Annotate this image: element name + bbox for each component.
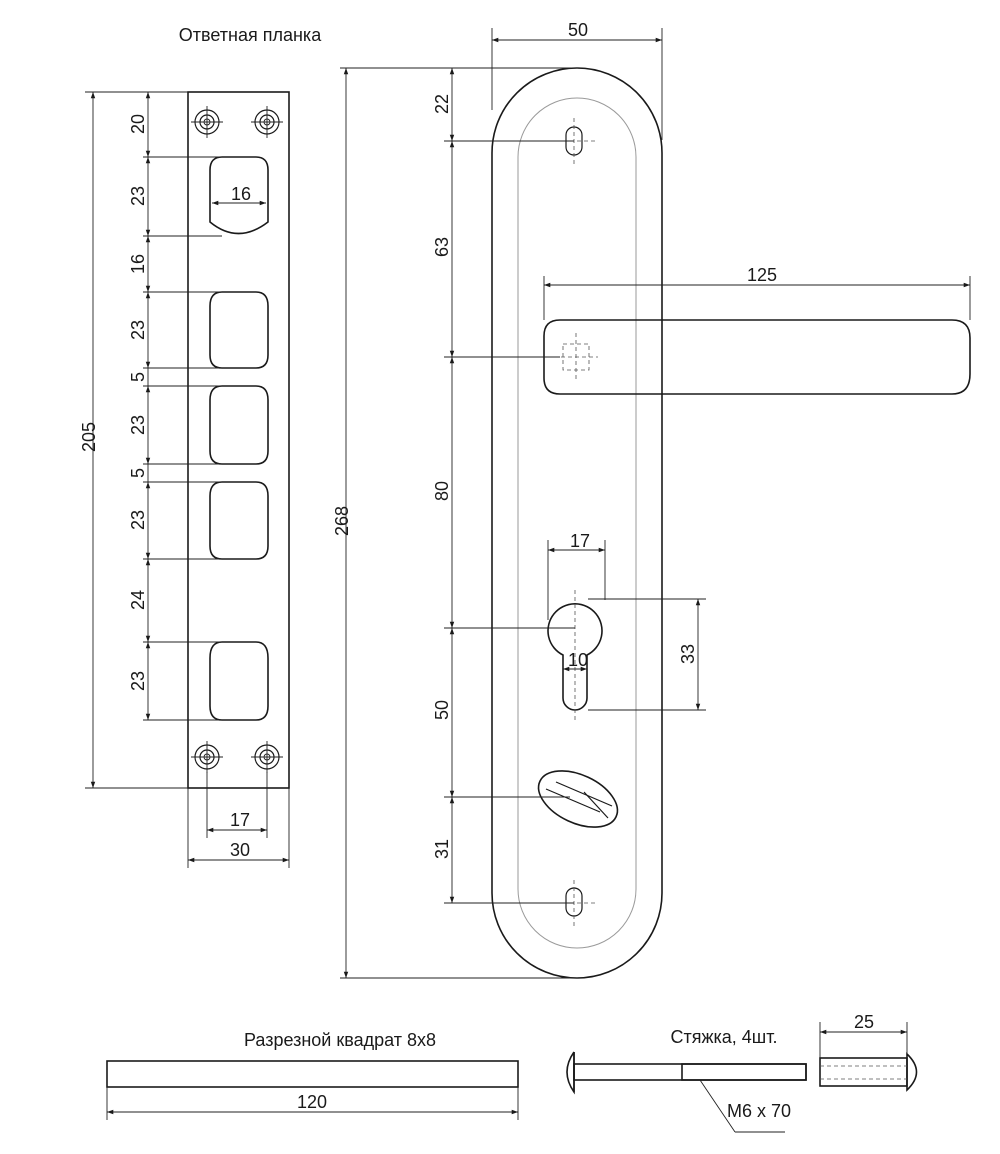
screw-set: Стяжка, 4шт. М6 х 70 25	[566, 1012, 918, 1133]
dim-top-offset: 20	[128, 114, 148, 134]
mounting-hole	[251, 106, 283, 138]
dim-cylinder-neck: 10	[568, 650, 588, 670]
dim-gap: 5	[128, 372, 148, 382]
screw-head	[566, 1051, 575, 1095]
handle-plate-inner	[517, 97, 637, 949]
dim-turn-to-screw: 31	[432, 839, 452, 859]
spindle-caption: Разрезной квадрат 8х8	[244, 1030, 436, 1050]
screw-size-label: М6 х 70	[727, 1101, 791, 1121]
mounting-hole	[251, 741, 283, 773]
dim-handle-height: 268	[332, 506, 352, 536]
dim-slot: 23	[128, 671, 148, 691]
dim-top-to-screw: 22	[432, 94, 452, 114]
handle-lever	[543, 319, 971, 395]
strike-plate-caption: Ответная планка	[179, 25, 322, 45]
dim-gap: 24	[128, 590, 148, 610]
dim-gap: 5	[128, 468, 148, 478]
dim-slot: 23	[128, 510, 148, 530]
mounting-hole	[191, 741, 223, 773]
dim-cylinder-width: 17	[570, 531, 590, 551]
dim-slot: 23	[128, 320, 148, 340]
strike-slot	[209, 641, 269, 721]
dim-cylinder-to-turn: 50	[432, 700, 452, 720]
dim-slot: 23	[128, 186, 148, 206]
dim-plate-width: 30	[230, 840, 250, 860]
sleeve-body	[819, 1057, 908, 1087]
square-spindle: Разрезной квадрат 8х8 120	[106, 1030, 519, 1120]
door-handle: 268 22 63 80 50 31 50 125 17 10 33	[332, 20, 971, 979]
thumb-turn	[537, 770, 619, 828]
dim-cylinder-height: 33	[678, 644, 698, 664]
dim-spindle-length: 120	[297, 1092, 327, 1112]
dim-slot: 23	[128, 415, 148, 435]
mounting-hole	[191, 106, 223, 138]
dim-slot-width: 16	[231, 184, 251, 204]
dim-total-height: 205	[79, 422, 99, 452]
screw-thread	[681, 1063, 807, 1081]
dim-gap: 16	[128, 254, 148, 274]
screw-shank	[573, 1063, 807, 1081]
strike-slot	[209, 481, 269, 560]
dim-lever-length: 125	[747, 265, 777, 285]
dim-plate-width: 50	[568, 20, 588, 40]
strike-slot	[209, 156, 269, 235]
screws-caption: Стяжка, 4шт.	[670, 1027, 777, 1047]
dim-hole-spacing: 17	[230, 810, 250, 830]
strike-plate: Ответная планка	[79, 25, 322, 868]
dim-spindle-to-cylinder: 80	[432, 481, 452, 501]
spindle-bar	[106, 1060, 519, 1088]
sleeve-head	[906, 1052, 918, 1092]
strike-slot	[209, 291, 269, 369]
dim-screw-to-spindle: 63	[432, 237, 452, 257]
dim-sleeve-length: 25	[854, 1012, 874, 1032]
strike-plate-body	[187, 91, 290, 789]
strike-slot	[209, 385, 269, 465]
